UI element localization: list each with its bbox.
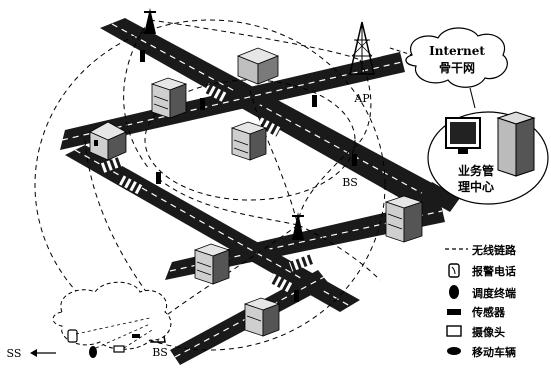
service-management-center: 业务管 理中心 — [428, 112, 548, 204]
legend-label: 报警电话 — [472, 264, 516, 278]
alarm-phone-icon — [68, 330, 77, 342]
center-label-line2: 理中心 — [458, 179, 494, 194]
camera-icon — [114, 346, 124, 352]
sensor-icon — [447, 309, 461, 315]
legend-item: 移动车辆 — [447, 345, 516, 359]
legend-item: 调度终端 — [449, 285, 516, 300]
legend-label: 调度终端 — [472, 286, 516, 300]
legend-label: 摄像头 — [472, 325, 505, 339]
camera-icon — [447, 326, 461, 336]
monitor-icon — [446, 118, 480, 154]
bs-bottom-label: BS — [152, 346, 168, 359]
building — [195, 244, 229, 284]
legend-label: 传感器 — [471, 305, 506, 319]
internet-cloud: Internet 骨干网 — [406, 28, 507, 87]
ss-label: SS — [7, 347, 22, 360]
building — [232, 122, 266, 160]
bs-center-label: BS — [342, 176, 358, 189]
sensor-icon — [200, 98, 205, 110]
sensor-icon — [156, 172, 161, 184]
sensor-icon — [312, 95, 317, 107]
sensor-icon — [132, 334, 140, 338]
server-icon — [498, 112, 534, 176]
building — [245, 298, 279, 336]
bs-tower-icon — [292, 212, 304, 240]
sensor-icon — [294, 290, 299, 302]
building — [152, 78, 186, 118]
legend-item: 无线链路 — [445, 243, 517, 257]
sensor-icon — [140, 50, 145, 62]
legend-label: 无线链路 — [471, 243, 517, 257]
legend: 无线链路 报警电话 调度终端 传感器 摄像头 移动车辆 — [445, 243, 517, 359]
dispatch-terminal-icon — [449, 285, 459, 299]
center-label-line1: 业务管 — [458, 163, 494, 178]
ss-arrow — [30, 349, 56, 357]
ap-label: AP — [353, 92, 370, 105]
building — [238, 48, 278, 84]
sensor-icon — [352, 154, 357, 166]
backbone-label: 骨干网 — [439, 61, 475, 75]
internet-label: Internet — [429, 44, 485, 58]
legend-item: 传感器 — [447, 305, 506, 319]
building — [386, 196, 422, 242]
legend-item: 摄像头 — [447, 325, 505, 339]
mobile-vehicle-icon — [447, 347, 461, 355]
legend-label: 移动车辆 — [472, 345, 516, 359]
dispatch-terminal-icon — [89, 346, 97, 358]
legend-item: 报警电话 — [449, 264, 516, 278]
